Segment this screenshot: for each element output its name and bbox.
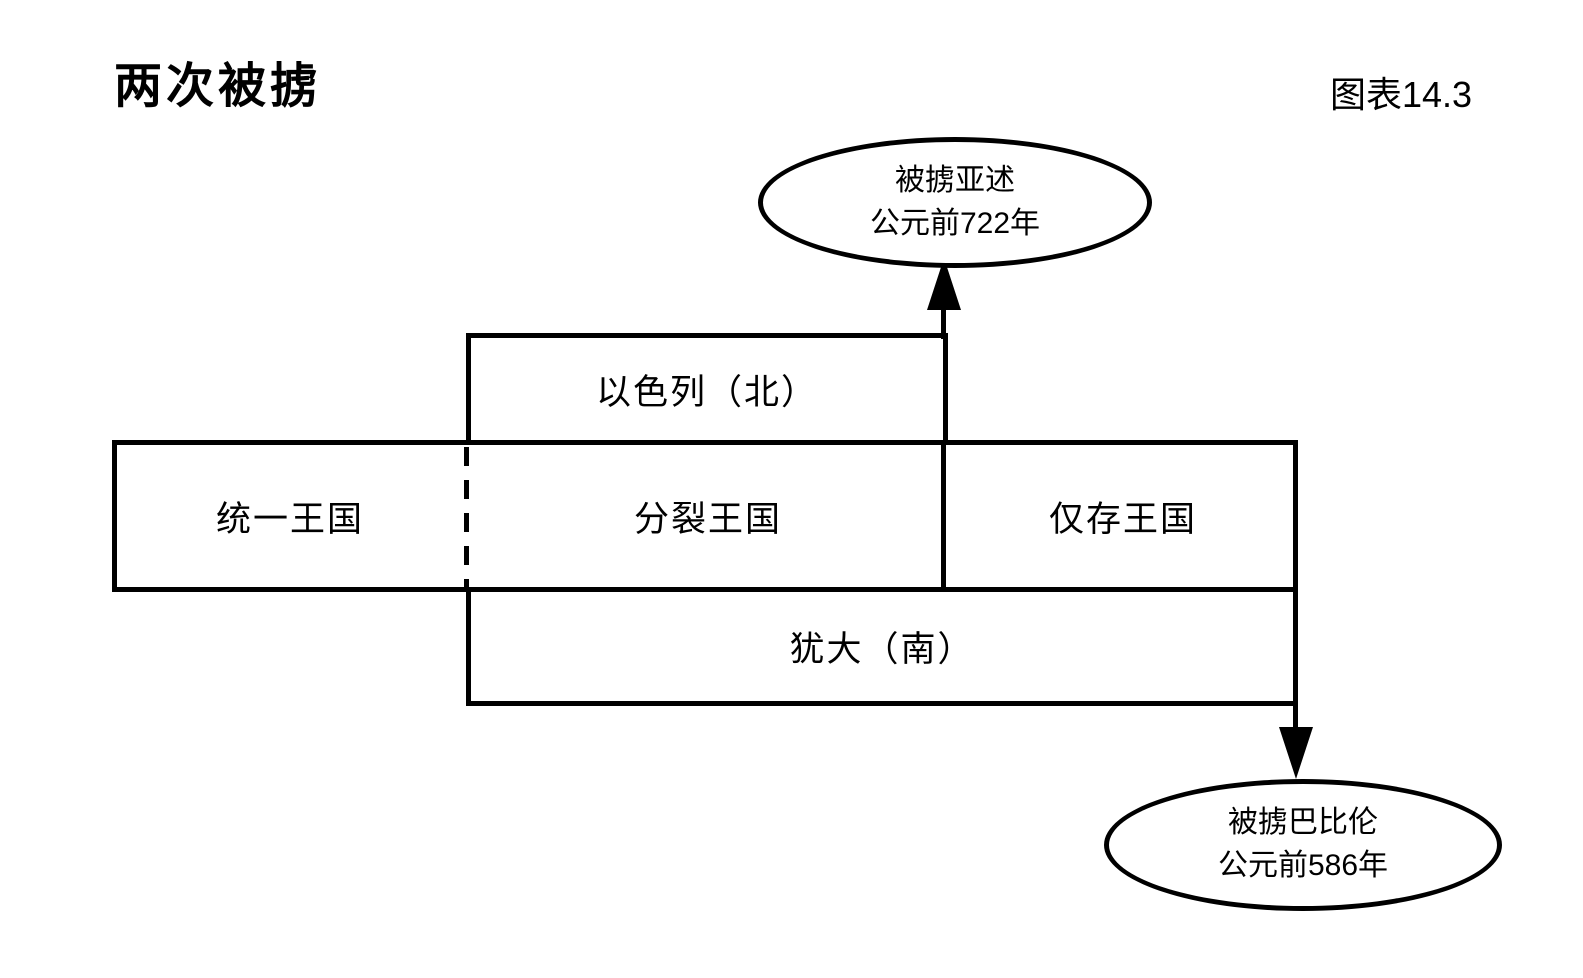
israel-name-text: 以色列	[595, 372, 707, 412]
judah-south-box: 犹大（南）	[466, 587, 1298, 706]
judah-direction-text: （南）	[863, 630, 975, 669]
judah-box-label: 犹大（南）	[789, 621, 974, 672]
israel-box-label: 以色列（北）	[596, 364, 818, 415]
israel-north-box: 以色列（北）	[466, 333, 948, 445]
page-title: 两次被掳	[114, 60, 323, 113]
section-divided-kingdom: 分裂王国	[633, 499, 782, 539]
kingdom-timeline-bar	[112, 440, 1298, 592]
down-arrow-shaft	[1293, 700, 1298, 734]
judah-name-text: 犹大	[789, 630, 864, 669]
united-divided-dashed-divider	[464, 447, 469, 587]
babylon-captivity-ellipse: 被掳巴比伦 公元前586年	[1104, 779, 1502, 911]
assyria-captivity-ellipse: 被掳亚述 公元前722年	[758, 137, 1152, 268]
babylon-captivity-title: 被掳巴比伦	[1228, 806, 1378, 840]
figure-number-label: 图表14.3	[1330, 74, 1473, 115]
babylon-captivity-year: 公元前586年	[1217, 849, 1389, 882]
divided-remaining-solid-divider	[941, 440, 946, 592]
section-remaining-kingdom: 仅存王国	[1048, 499, 1197, 539]
section-united-kingdom: 统一王国	[215, 499, 364, 539]
up-arrow-shaft	[941, 303, 946, 339]
israel-direction-text: （北）	[707, 372, 819, 412]
assyria-captivity-year: 公元前722年	[869, 206, 1041, 240]
down-arrow-head-icon	[1279, 727, 1313, 779]
assyria-captivity-title: 被掳亚述	[895, 163, 1015, 197]
